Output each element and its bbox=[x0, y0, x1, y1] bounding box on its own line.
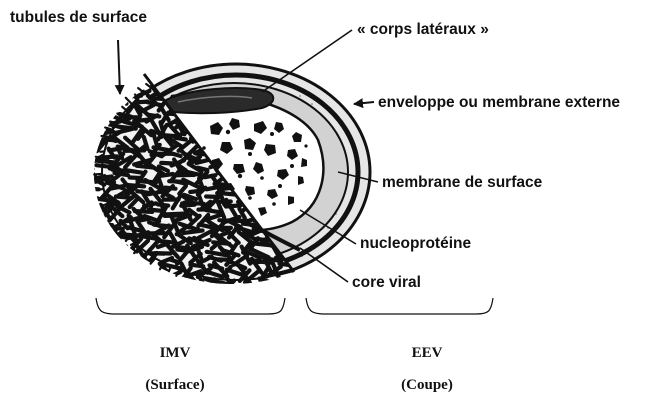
eev-brace bbox=[306, 298, 493, 314]
label-viral-core: core viral bbox=[352, 275, 421, 291]
imv-view: (Surface) bbox=[130, 378, 220, 393]
outer-envelope-arrow bbox=[354, 102, 374, 104]
imv-name: IMV bbox=[140, 346, 210, 361]
label-outer-envelope: enveloppe ou membrane externe bbox=[378, 95, 620, 111]
imv-brace bbox=[96, 298, 285, 314]
label-surface-membrane: membrane de surface bbox=[382, 175, 542, 191]
surface-tubules-arrow bbox=[118, 40, 120, 94]
eev-view: (Coupe) bbox=[382, 378, 472, 393]
label-nucleoprotein: nucleoprotéine bbox=[360, 236, 471, 252]
label-surface-tubules: tubules de surface bbox=[10, 10, 147, 26]
eev-name: EEV bbox=[392, 346, 462, 361]
label-lateral-bodies: « corps latéraux » bbox=[357, 22, 489, 38]
